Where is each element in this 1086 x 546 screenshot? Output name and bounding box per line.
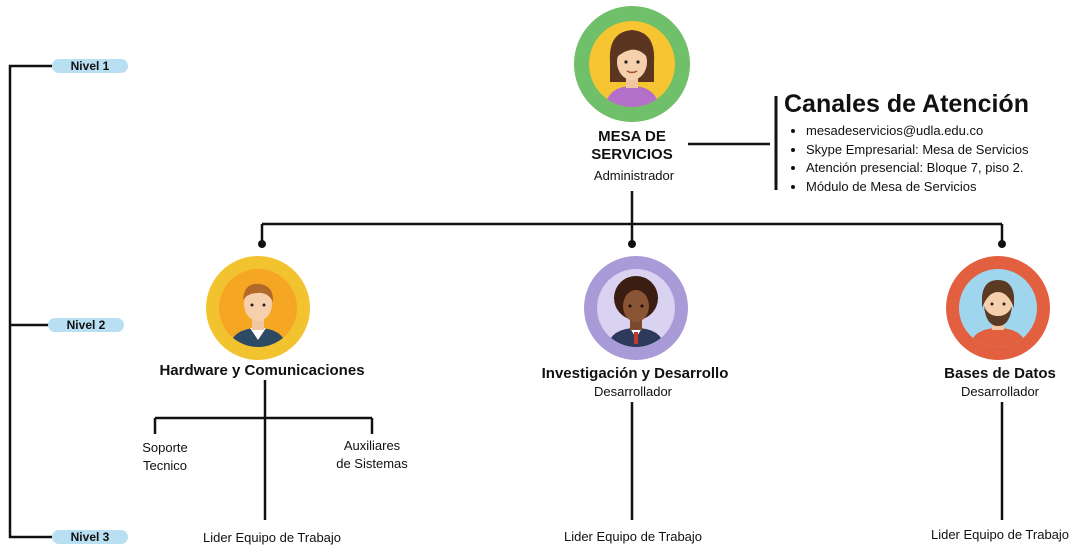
woman-avatar-icon: [574, 6, 690, 122]
node-hardware-title: Hardware y Comunicaciones: [159, 362, 365, 379]
node-investigacion-level3: Lider Equipo de Trabajo: [563, 529, 703, 544]
junction-dot: [628, 240, 636, 248]
bearded-man-avatar-icon: [946, 256, 1050, 360]
node-bases-level3: Lider Equipo de Trabajo: [930, 527, 1070, 542]
root-title-line2: SERVICIOS: [591, 146, 673, 163]
level-3-label: Nivel 3: [52, 530, 128, 544]
channel-item: Módulo de Mesa de Servicios: [806, 178, 1029, 197]
node-investigacion-role: Desarrollador: [593, 384, 673, 399]
node-bases-role: Desarrollador: [960, 384, 1040, 399]
man-avatar-icon: [206, 256, 310, 360]
junction-dot: [258, 240, 266, 248]
sub-auxiliares-line2: de Sistemas: [336, 456, 408, 471]
channels-list: mesadeservicios@udla.edu.co Skype Empres…: [792, 122, 1029, 196]
sub-soporte-line2: Tecnico: [142, 458, 188, 473]
channel-item: mesadeservicios@udla.edu.co: [806, 122, 1029, 141]
woman-curly-avatar-icon: [584, 256, 688, 360]
level-bracket: [8, 64, 52, 539]
node-bases-title: Bases de Datos: [944, 365, 1056, 382]
node-hardware-level3: Lider Equipo de Trabajo: [202, 530, 342, 545]
node-investigacion-title: Investigación y Desarrollo: [541, 365, 729, 382]
sub-auxiliares-line1: Auxiliares: [343, 438, 401, 453]
root-role: Administrador: [593, 168, 675, 183]
level-2-label: Nivel 2: [48, 318, 124, 332]
sub-soporte-line1: Soporte: [142, 440, 188, 455]
channel-item: Skype Empresarial: Mesa de Servicios: [806, 141, 1029, 160]
root-title-line1: MESA DE: [598, 128, 666, 145]
channel-item: Atención presencial: Bloque 7, piso 2.: [806, 159, 1029, 178]
junction-dot: [998, 240, 1006, 248]
level-1-label: Nivel 1: [52, 59, 128, 73]
channels-title: Canales de Atención: [784, 90, 1029, 118]
